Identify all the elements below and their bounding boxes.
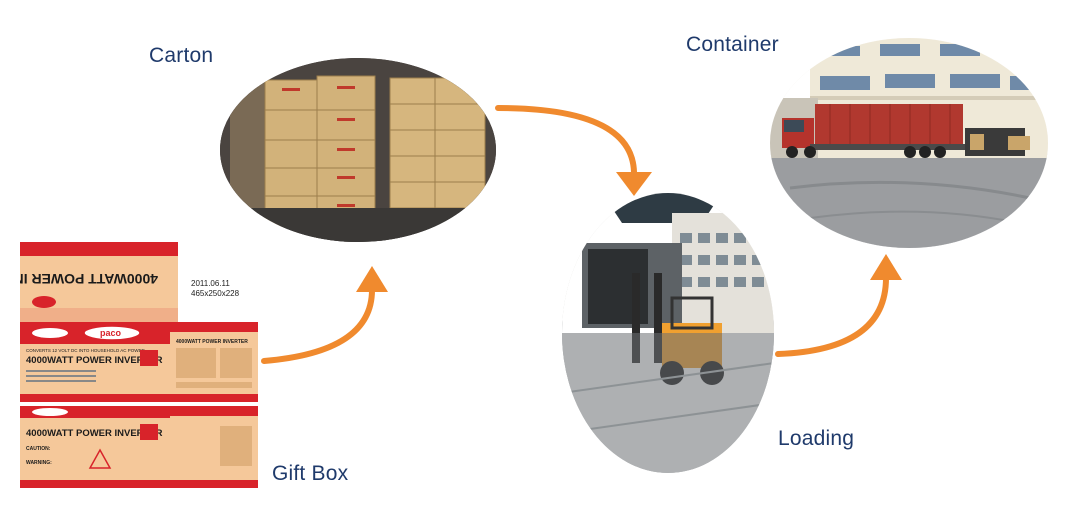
container-label: Container bbox=[686, 33, 779, 56]
arrow-carton-to-loading bbox=[495, 105, 637, 175]
loading-photo bbox=[562, 193, 774, 473]
carton-stack-illustration bbox=[220, 58, 496, 242]
carton-label: Carton bbox=[149, 44, 214, 67]
arrow-head-loading-to-container bbox=[870, 254, 902, 280]
arrow-head-giftbox-to-carton bbox=[356, 266, 388, 292]
gift-box-tagline: CONVERTS 12 VOLT DC INTO HOUSEHOLD AC PO… bbox=[26, 348, 145, 353]
container-truck-illustration bbox=[770, 38, 1048, 248]
brand-logo-text: paco bbox=[100, 328, 122, 338]
arrow-loading-to-container bbox=[775, 275, 889, 357]
gift-box-illustration: 4000WATT POWER INVERTER paco CONVERTS 12… bbox=[0, 242, 258, 488]
gift-box-top-title: 4000WATT POWER INVERTER bbox=[20, 271, 158, 287]
gift-box-dimensions: 465x250x228 bbox=[191, 289, 240, 298]
forklift-loading-illustration bbox=[562, 193, 774, 473]
gift-box-main-title: 4000WATT POWER INVERTER bbox=[26, 355, 163, 366]
gift-box-warning: WARNING: bbox=[26, 460, 52, 466]
arrow-giftbox-to-carton bbox=[261, 287, 375, 364]
carton-photo bbox=[220, 58, 496, 242]
container-photo bbox=[770, 38, 1048, 248]
gift-box-date-stamp: 2011.06.11 465x250x228 bbox=[191, 279, 239, 299]
gift-box-bottom-title: 4000WATT POWER INVERTER bbox=[26, 428, 163, 439]
gift-box-side-title: 4000WATT POWER INVERTER bbox=[176, 339, 248, 345]
warning-triangle-icon bbox=[88, 448, 112, 469]
gift-box-date: 2011.06.11 bbox=[191, 279, 230, 288]
gift-box-caution: CAUTION: bbox=[26, 446, 51, 452]
gift-box-artwork: 4000WATT POWER INVERTER paco CONVERTS 12… bbox=[0, 242, 258, 488]
loading-label: Loading bbox=[778, 427, 855, 450]
arrow-head-carton-to-loading bbox=[616, 172, 652, 196]
gift-box-label: Gift Box bbox=[272, 462, 349, 485]
